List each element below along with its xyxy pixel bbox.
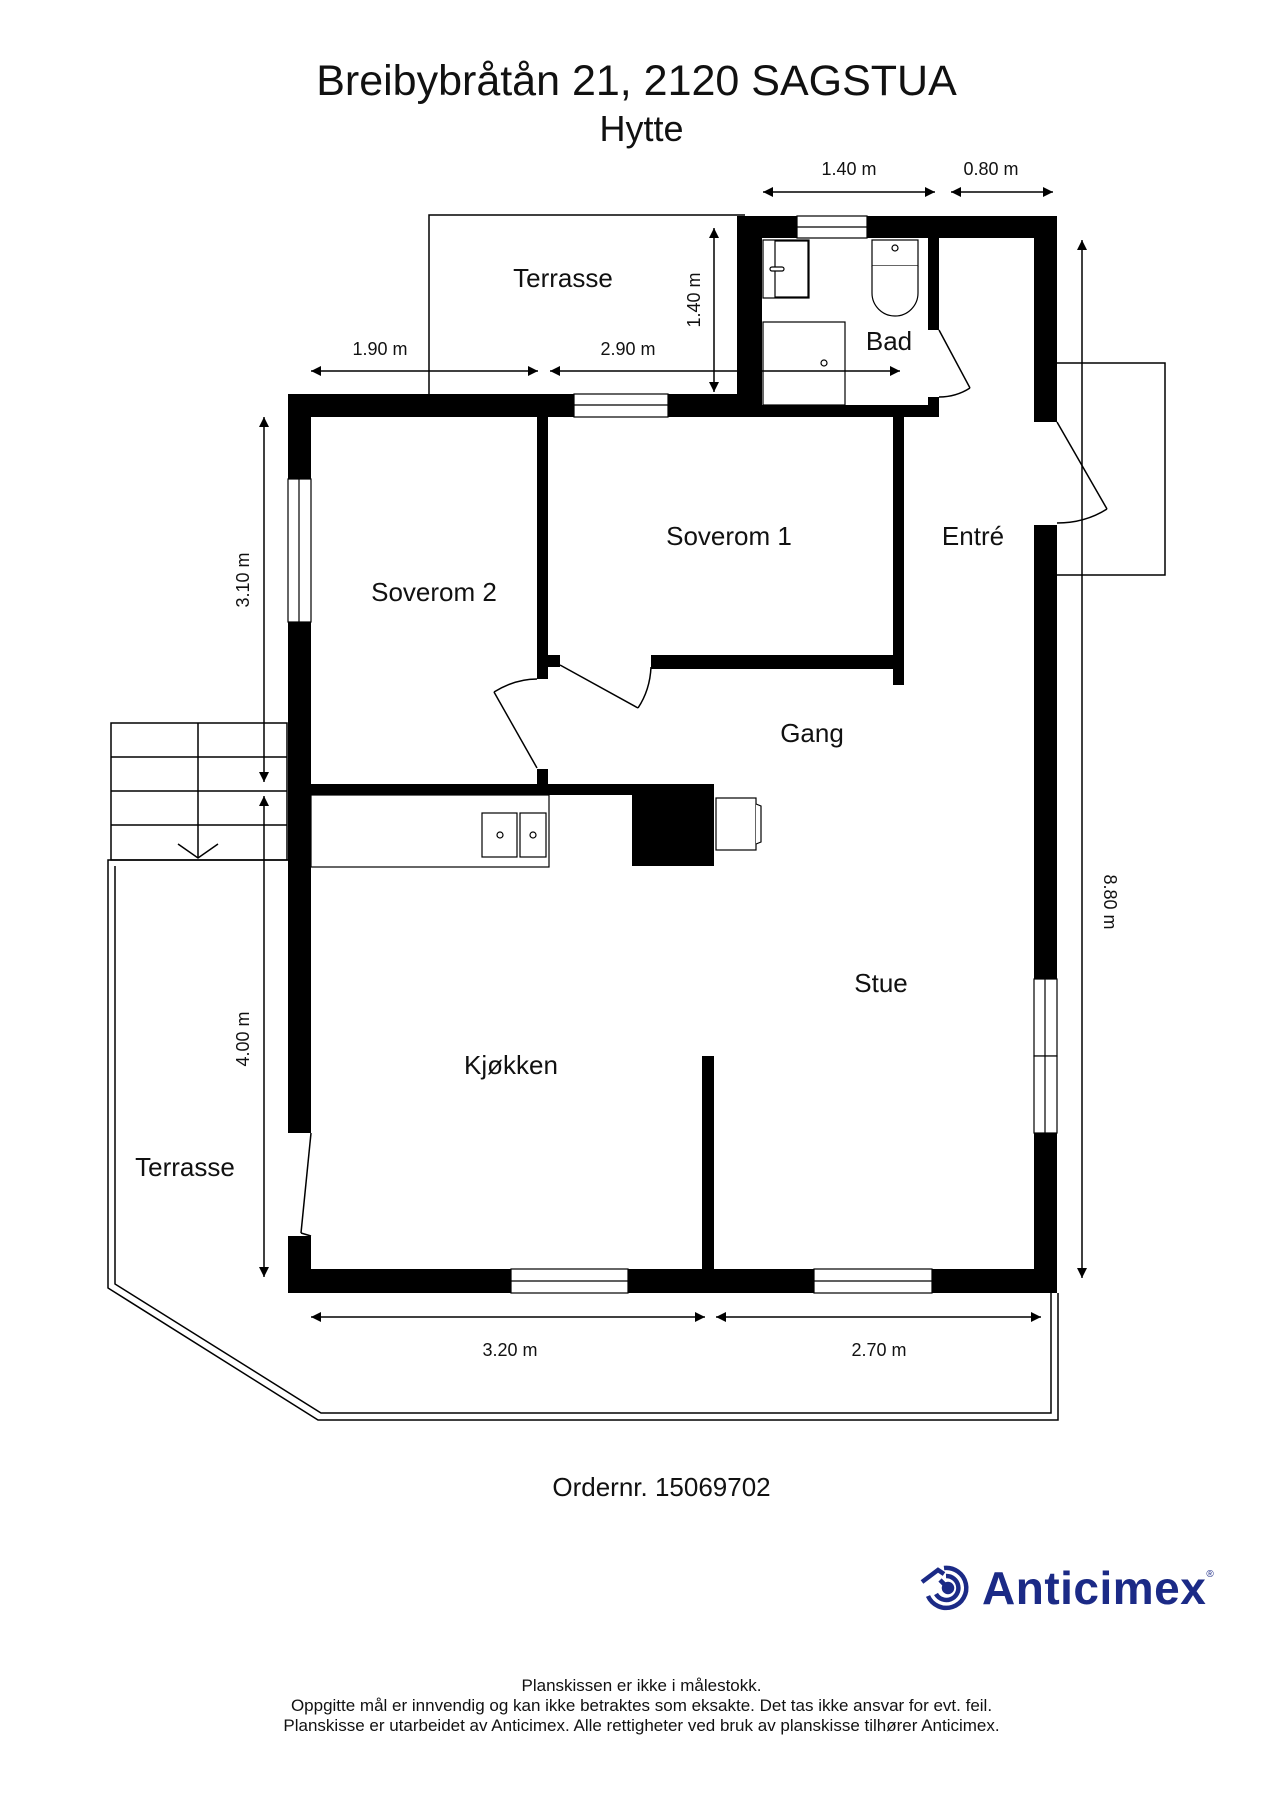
- dim-right-total: 8.80 m: [1100, 874, 1120, 929]
- dim-terrace-left: 1.90 m: [352, 339, 407, 359]
- disclaimer-footer: Planskissen er ikke i målestokk. Oppgitt…: [0, 1676, 1273, 1736]
- terrace-left: [107, 859, 1059, 1421]
- disclaimer-line-1: Planskissen er ikke i målestokk.: [521, 1676, 762, 1695]
- room-label-terrasse-left: Terrasse: [135, 1152, 235, 1182]
- property-address-title: Breibybråtån 21, 2120 SAGSTUA: [316, 57, 957, 105]
- disclaimer-line-3: Planskisse er utarbeidet av Anticimex. A…: [283, 1716, 1000, 1735]
- walls: [288, 216, 1057, 1293]
- dim-left-lower: 4.00 m: [233, 1011, 253, 1066]
- anticimex-wordmark: Anticimex: [982, 1562, 1207, 1614]
- dim-terrace-depth: 1.40 m: [684, 272, 704, 327]
- room-label-entre: Entré: [942, 521, 1004, 551]
- dim-bottom-left: 3.20 m: [482, 1340, 537, 1360]
- dim-top-bad: 1.40 m: [821, 159, 876, 179]
- room-label-soverom-1: Soverom 1: [666, 521, 792, 551]
- room-label-kjokken: Kjøkken: [464, 1050, 558, 1080]
- room-label-stue: Stue: [854, 968, 908, 998]
- room-label-bad: Bad: [866, 326, 912, 356]
- registered-mark: ®: [1206, 1568, 1214, 1580]
- anticimex-logo: Anticimex ®: [918, 1558, 1214, 1618]
- anticimex-swirl-icon: [920, 1565, 969, 1611]
- dim-terrace-right: 2.90 m: [600, 339, 655, 359]
- room-label-terrasse-top: Terrasse: [513, 263, 613, 293]
- room-label-gang: Gang: [780, 718, 844, 748]
- stairs: [110, 722, 288, 861]
- fixtures: [310, 239, 919, 868]
- terrace-top: [428, 214, 745, 394]
- dim-top-entre: 0.80 m: [963, 159, 1018, 179]
- dim-left-upper: 3.10 m: [233, 552, 253, 607]
- room-label-soverom-2: Soverom 2: [371, 577, 497, 607]
- order-number: Ordernr. 15069702: [552, 1472, 771, 1502]
- windows: [287, 215, 1058, 1294]
- dim-bottom-right: 2.70 m: [851, 1340, 906, 1360]
- dimension-lines: [259, 187, 1087, 1322]
- entry-landing: [1057, 362, 1166, 576]
- property-type-subtitle: Hytte: [599, 108, 684, 149]
- disclaimer-line-2: Oppgitte mål er innvendig og kan ikke be…: [290, 1696, 993, 1715]
